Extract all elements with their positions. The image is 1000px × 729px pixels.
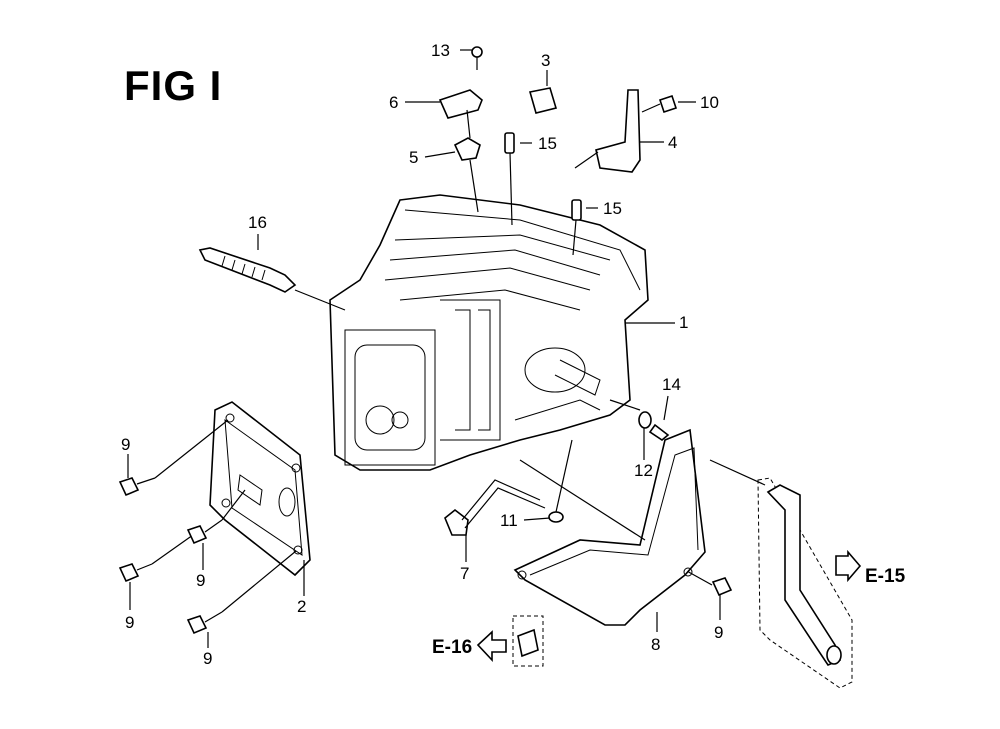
callout-4: 4 — [668, 133, 678, 152]
callout-2: 2 — [297, 597, 307, 616]
callout-15a: 15 — [538, 134, 557, 153]
callout-9c: 9 — [125, 613, 135, 632]
callout-7: 7 — [460, 564, 470, 583]
top-parts — [438, 46, 678, 256]
callout-16: 16 — [248, 213, 267, 232]
callout-15b: 15 — [603, 199, 622, 218]
breather-tube — [444, 439, 573, 536]
figure-title: FIG I — [124, 62, 223, 109]
head-cover — [209, 401, 311, 577]
reference-e16: E-16 — [432, 637, 473, 658]
e16-part — [476, 615, 544, 667]
shroud-bracket — [513, 428, 706, 626]
small-washers — [609, 399, 670, 441]
callout-9b: 9 — [196, 571, 206, 590]
callout-9e: 9 — [203, 649, 213, 668]
callout-11: 11 — [500, 511, 518, 530]
callout-9d: 9 — [714, 623, 724, 642]
callout-9a: 9 — [121, 435, 131, 454]
callout-12: 12 — [634, 461, 653, 480]
bolt-group — [118, 419, 733, 635]
callout-5: 5 — [409, 148, 419, 167]
callout-6: 6 — [389, 93, 399, 112]
callout-leaders — [127, 49, 721, 648]
callout-1: 1 — [679, 313, 689, 332]
tube-assembly — [709, 459, 862, 689]
spark-plug — [198, 247, 346, 311]
reference-e15: E-15 — [865, 566, 906, 587]
callout-13: 13 — [431, 41, 450, 60]
callout-8: 8 — [651, 635, 661, 654]
cylinder-block — [329, 194, 649, 471]
callout-10: 10 — [700, 93, 719, 112]
callout-3: 3 — [541, 51, 551, 70]
callout-14: 14 — [662, 375, 681, 394]
